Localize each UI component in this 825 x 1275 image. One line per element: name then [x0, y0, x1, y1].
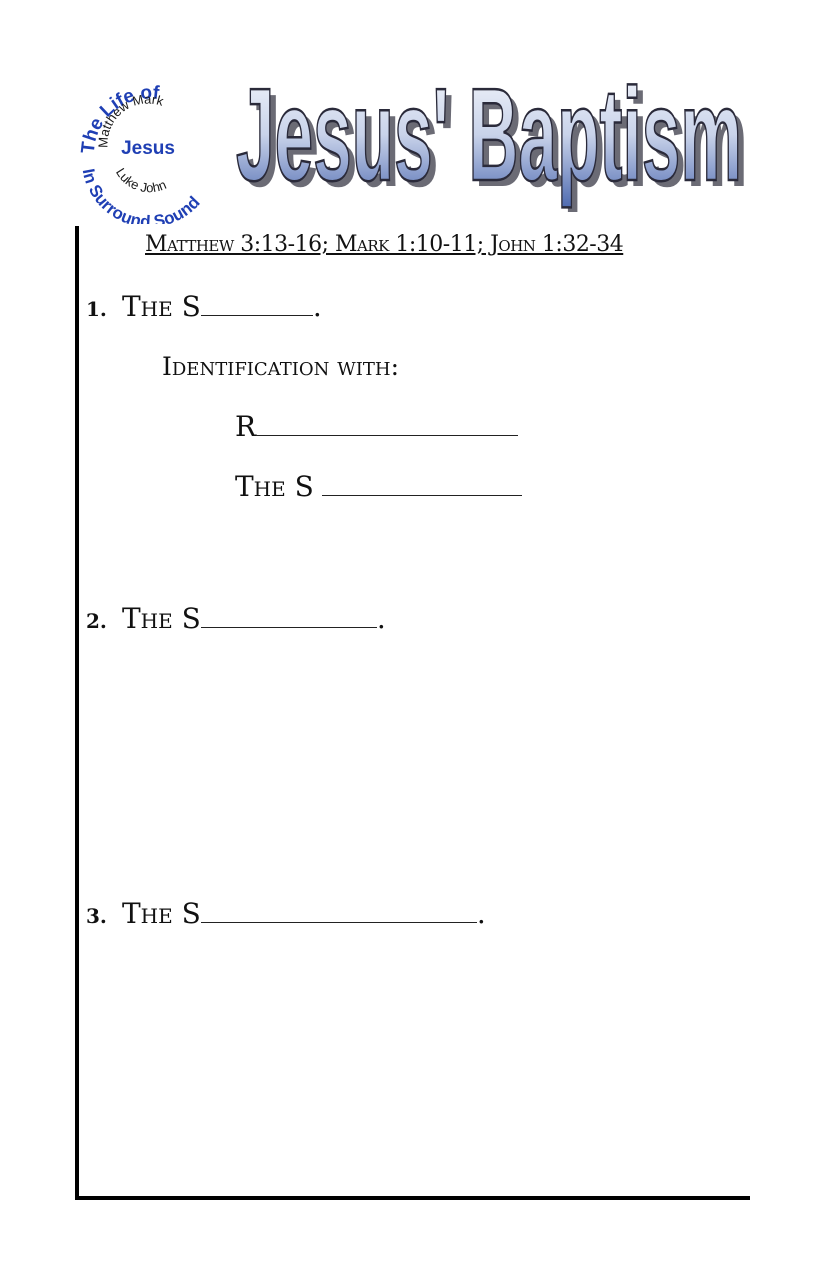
point-3: The S. [122, 897, 486, 930]
point-1-text: The S [122, 290, 201, 323]
point-2-text: The S [122, 602, 201, 635]
point-3-text: The S [122, 897, 201, 930]
logo-inner-bottom: Luke John [113, 165, 169, 195]
left-border-line [75, 226, 79, 1200]
life-of-jesus-logo: The Life of Matthew Mark Jesus Luke John… [78, 82, 204, 224]
scripture-references: Matthew 3:13-16; Mark 1:10-11; John 1:32… [145, 232, 624, 257]
point-1-number: 1. [86, 297, 107, 321]
logo-bottom-arc: In Surround Sound [79, 167, 204, 224]
point-3-end: . [476, 897, 486, 930]
point-1-end: . [312, 290, 322, 323]
point-1: The S. [122, 290, 322, 323]
identification-line-2-blank[interactable] [321, 471, 522, 496]
point-2-end: . [376, 602, 386, 635]
point-2: The S. [122, 602, 386, 635]
identification-label: Identification with: [162, 352, 400, 381]
identification-line-2: The S [235, 470, 522, 503]
title-shadow: Jesus' Baptism [242, 67, 748, 212]
identification-line-2-prefix: The S [235, 470, 314, 503]
point-2-blank[interactable] [200, 603, 377, 628]
point-2-number: 2. [86, 609, 107, 633]
point-1-blank[interactable] [200, 291, 313, 316]
point-3-blank[interactable] [200, 898, 477, 923]
identification-line-1: R [235, 410, 519, 443]
title-text: Jesus' Baptism [236, 62, 742, 208]
point-3-number: 3. [86, 904, 107, 928]
identification-line-1-blank[interactable] [256, 411, 519, 436]
bottom-border-line [75, 1196, 750, 1200]
logo-center: Jesus [121, 138, 175, 159]
svg-text:In Surround Sound: In Surround Sound [79, 167, 204, 224]
svg-text:Luke John: Luke John [113, 165, 169, 195]
page-title: Jesus' Baptism Jesus' Baptism [235, 62, 748, 212]
identification-line-1-prefix: R [235, 410, 257, 443]
